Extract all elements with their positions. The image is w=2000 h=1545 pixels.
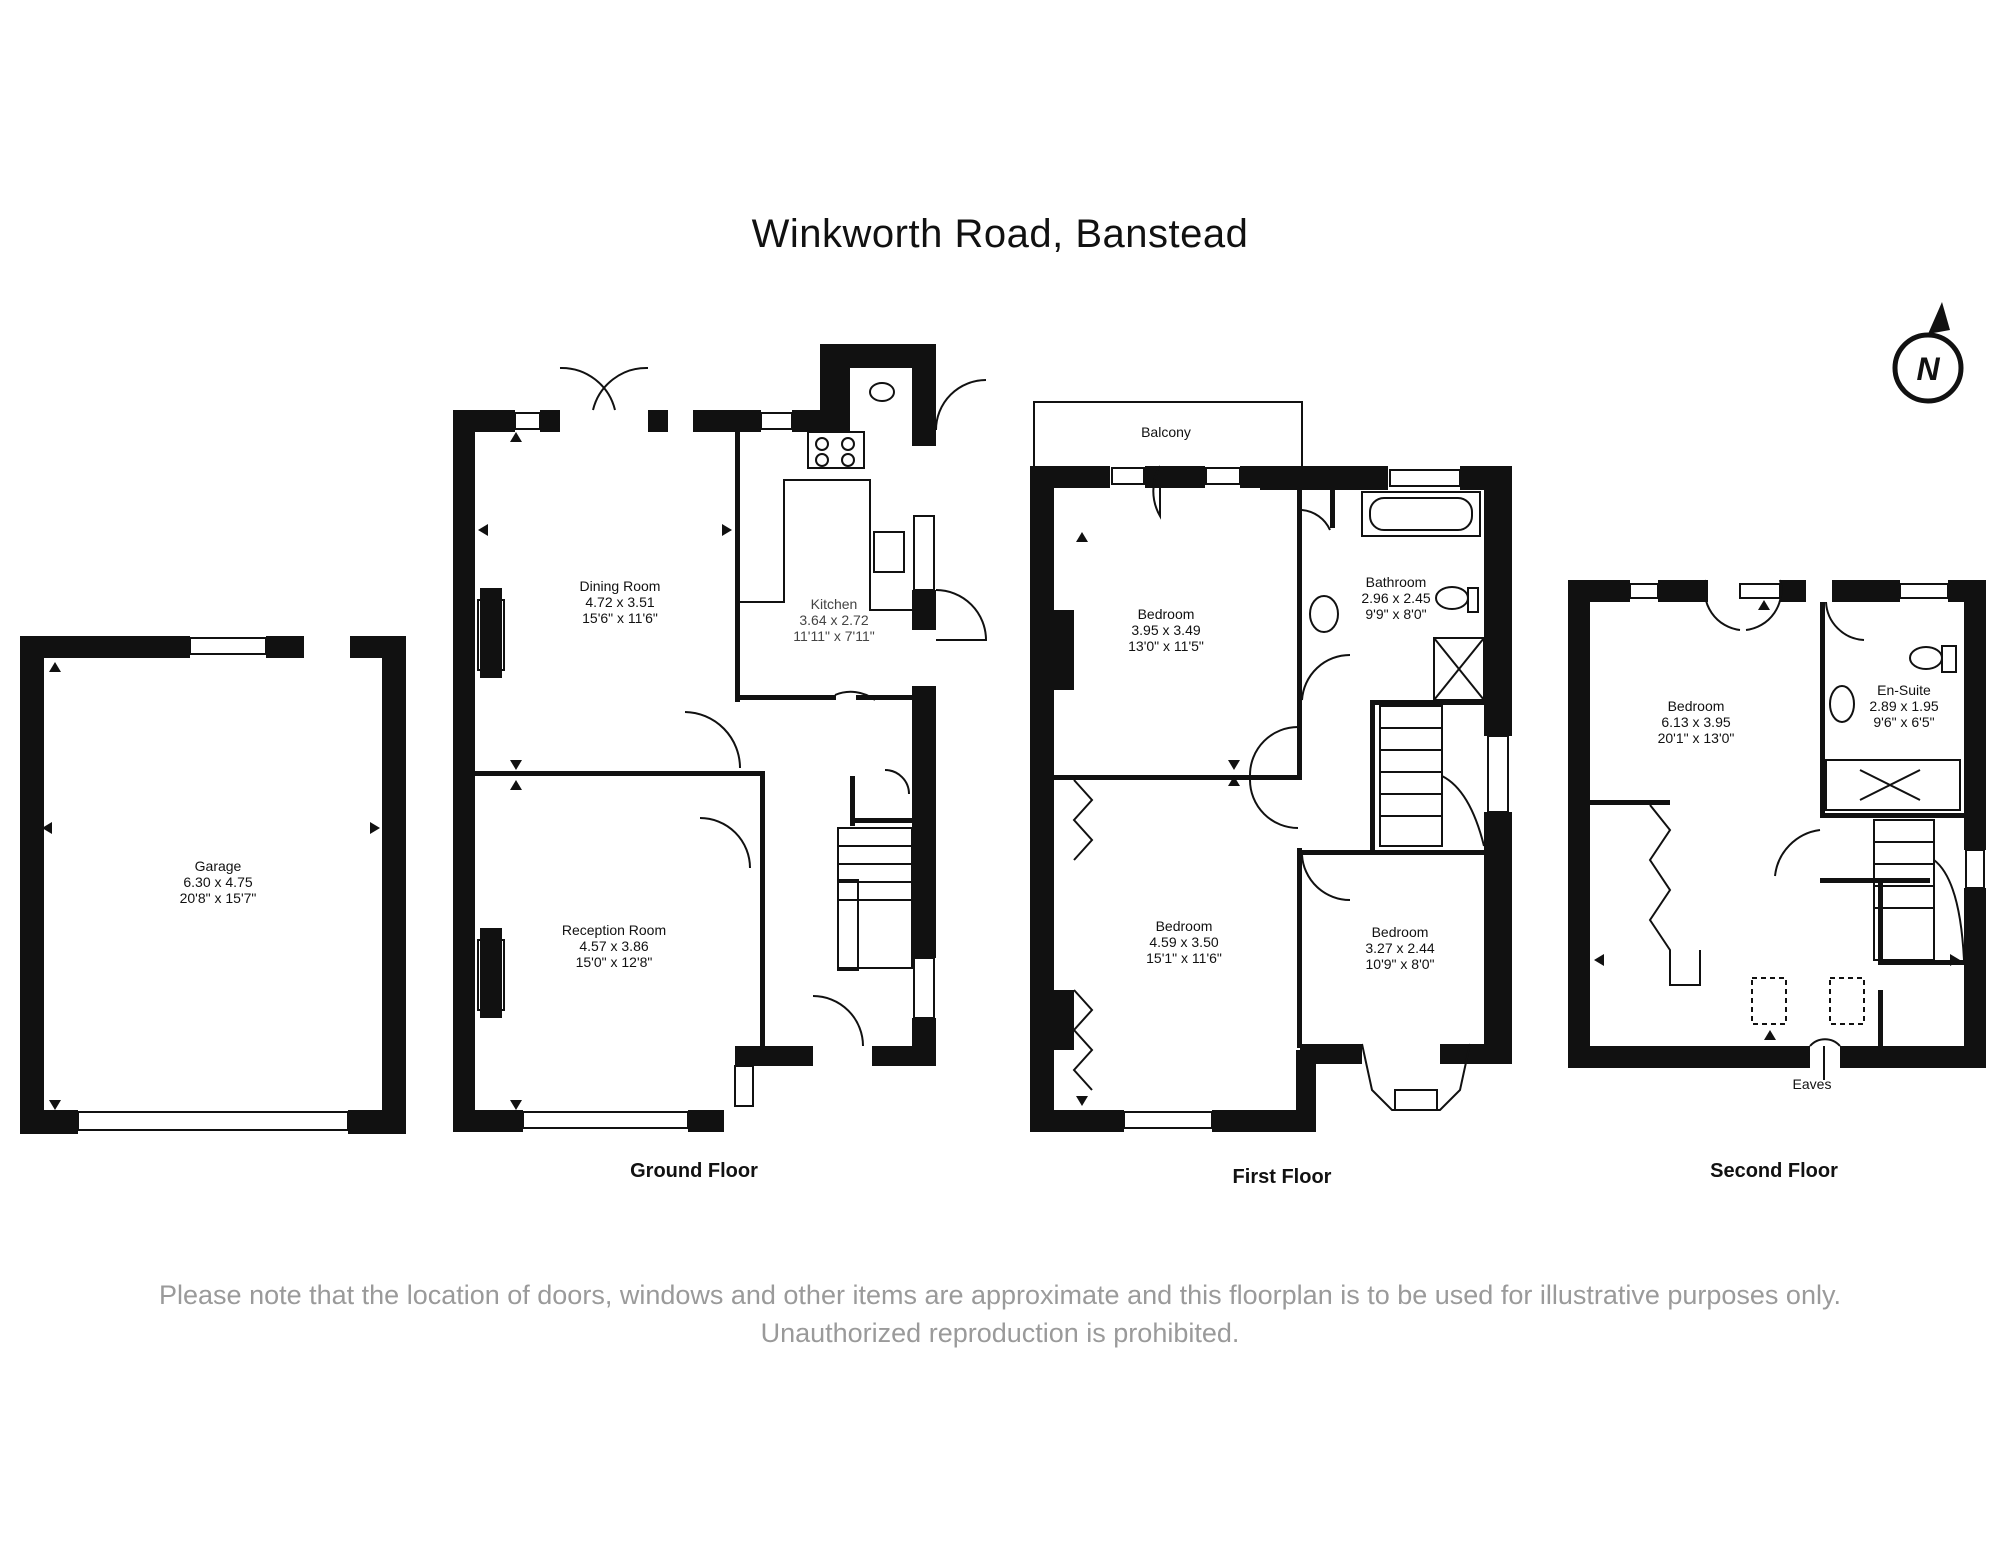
room-label-reception-room: Reception Room 4.57 x 3.86 15'0" x 12'8" bbox=[561, 922, 667, 970]
room-label-dining-room: Dining Room 4.72 x 3.51 15'6" x 11'6" bbox=[579, 578, 661, 626]
room-label-kitchen: Kitchen 3.64 x 2.72 11'11" x 7'11" bbox=[793, 596, 875, 644]
floor-label-first: First Floor bbox=[1232, 1166, 1332, 1188]
disclaimer-text: Please note that the location of doors, … bbox=[159, 1280, 1841, 1348]
second-floor-walls bbox=[1568, 580, 1986, 1068]
room-label-en-suite: En-Suite 2.89 x 1.95 9'6" x 6'5" bbox=[1869, 682, 1939, 730]
room-label-bedroom-2: Bedroom 4.59 x 3.50 15'1" x 11'6" bbox=[1146, 918, 1222, 966]
ground-floor-walls bbox=[453, 344, 936, 1132]
floor-label-second: Second Floor bbox=[1710, 1160, 1838, 1182]
first-floor-walls bbox=[1030, 466, 1512, 1132]
first-floor-details bbox=[1033, 401, 1509, 1129]
svg-text:N: N bbox=[1916, 351, 1940, 387]
north-compass-icon: N bbox=[1892, 302, 1964, 404]
dimension-markers bbox=[42, 432, 1960, 1110]
room-label-bedroom-3: Bedroom 3.27 x 2.44 10'9" x 8'0" bbox=[1365, 924, 1435, 972]
room-label-bathroom: Bathroom 2.96 x 2.45 9'9" x 8'0" bbox=[1361, 574, 1431, 622]
plan-title: Winkworth Road, Banstead bbox=[751, 212, 1249, 256]
eaves-label: Eaves bbox=[1792, 1076, 1832, 1092]
balcony-label: Balcony bbox=[1141, 424, 1191, 440]
floor-label-ground: Ground Floor bbox=[630, 1160, 758, 1182]
ground-floor-details bbox=[477, 366, 988, 1047]
room-label-bedroom-1: Bedroom 3.95 x 3.49 13'0" x 11'5" bbox=[1128, 606, 1204, 654]
garage-walls bbox=[20, 636, 406, 1134]
room-label-bedroom-4: Bedroom 6.13 x 3.95 20'1" x 13'0" bbox=[1657, 698, 1735, 746]
second-floor-details bbox=[1629, 579, 1985, 1080]
room-label-garage: Garage 6.30 x 4.75 20'8" x 15'7" bbox=[179, 858, 257, 906]
